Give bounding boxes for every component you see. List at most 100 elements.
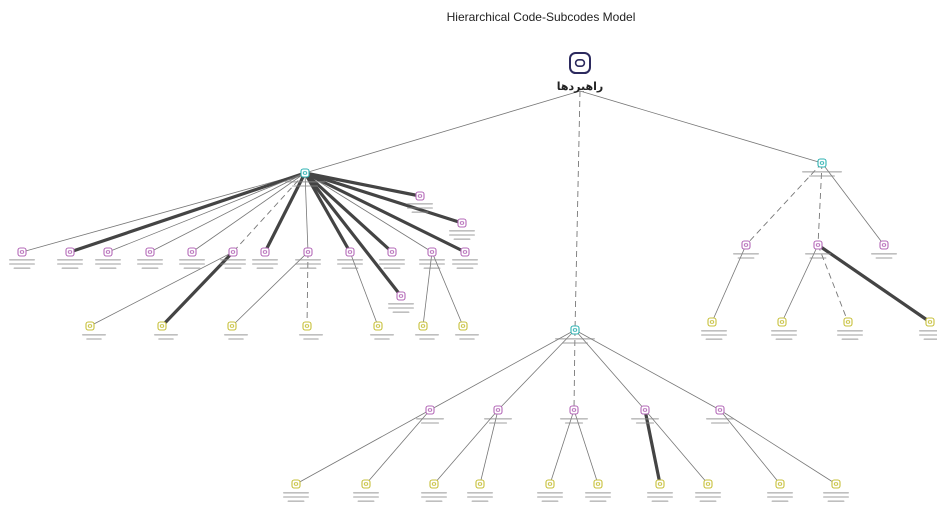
- left-subcode-label-10: [419, 259, 445, 269]
- left-subcode-label-5-line: [220, 263, 246, 265]
- left-subcode-node-4: [187, 247, 197, 257]
- left-subcode-label-6-line: [256, 267, 274, 269]
- center-leaf-node-4: [545, 479, 555, 489]
- right-leaf-node-1-glyph: [779, 320, 785, 324]
- center-leaf-node-8-frame: [775, 479, 785, 489]
- center-subcode-node-1-frame: [493, 405, 503, 415]
- center-subcode-label-0-line: [416, 418, 444, 420]
- edge-left-4: [191, 172, 306, 253]
- left-subcode-node-6-glyph: [262, 250, 268, 254]
- right-subcode-node-2-frame: [879, 240, 889, 250]
- left-leaf-label-5: [415, 334, 439, 340]
- left-subcode-node-13-frame: [457, 218, 467, 228]
- center-leaf-label-5: [585, 492, 611, 502]
- right-subcode-node-1-glyph: [815, 243, 821, 247]
- left-subcode-node-1: [65, 247, 75, 257]
- left-subcode-node-4-frame: [187, 247, 197, 257]
- center-leaf-label-6-line: [647, 496, 673, 498]
- left-subcode-node-7-glyph: [305, 250, 311, 254]
- left-subcode-label-11: [452, 259, 478, 269]
- left-subcode-node-11-glyph: [462, 250, 468, 254]
- right-subcode-label-1: [805, 253, 831, 259]
- right-leaf-label-3-line: [923, 338, 937, 340]
- left-leaf-label-4-line: [374, 338, 390, 340]
- center-leaf-label-5-line: [585, 492, 611, 494]
- left-subcode-label-6-line: [252, 259, 278, 261]
- center-leaf-label-2-line: [421, 492, 447, 494]
- right-leaf-node-3-frame: [925, 317, 935, 327]
- center-leaf-label-8-line: [771, 500, 789, 502]
- right-leaf-node-1-frame: [777, 317, 787, 327]
- edge-left-leaf-3: [306, 251, 309, 327]
- right-subcode-node-1: [813, 240, 823, 250]
- left-leaf-node-6-glyph: [460, 324, 466, 328]
- edge-mid-2: [573, 329, 576, 411]
- edge-left-leaf-6: [431, 251, 464, 327]
- left-subcode-label-6-line: [252, 263, 278, 265]
- left-leaf-node-0-frame: [85, 321, 95, 331]
- right-leaf-label-1-line: [771, 330, 797, 332]
- left-subcode-node-14-frame: [396, 291, 406, 301]
- left-subcode-label-0-line: [13, 267, 31, 269]
- root-node-glyph: [574, 58, 586, 67]
- left-subcode-node-2-frame: [103, 247, 113, 257]
- left-subcode-label-10-line: [423, 267, 441, 269]
- left-leaf-node-1: [157, 321, 167, 331]
- left-subcode-label-8-line: [337, 263, 363, 265]
- center-leaf-node-5-frame: [593, 479, 603, 489]
- edge-left-12: [304, 171, 421, 198]
- left-subcode-node-12-frame: [415, 191, 425, 201]
- left-subcode-node-10-frame: [427, 247, 437, 257]
- edge-left-leaf-5: [422, 251, 433, 327]
- right-leaf-node-3-glyph: [927, 320, 933, 324]
- center-subcode-label-4-line: [710, 422, 730, 424]
- left-subcode-node-9-frame: [387, 247, 397, 257]
- hub-label-1: [555, 338, 595, 344]
- edge-left-13: [304, 171, 463, 225]
- right-subcode-label-2-line: [875, 257, 893, 259]
- left-subcode-label-10-line: [419, 259, 445, 261]
- left-subcode-node-13-glyph: [459, 221, 465, 225]
- left-leaf-label-3-line: [303, 338, 319, 340]
- center-leaf-node-0-glyph: [293, 482, 299, 486]
- center-subcode-label-3-line: [635, 422, 655, 424]
- edge-mid-leaf-4: [549, 409, 575, 485]
- left-leaf-node-5: [418, 321, 428, 331]
- center-subcode-label-2: [560, 418, 588, 424]
- center-subcode-node-0-frame: [425, 405, 435, 415]
- center-leaf-node-1: [361, 479, 371, 489]
- right-leaf-node-3: [925, 317, 935, 327]
- edge-root-right: [579, 90, 823, 164]
- right-leaf-label-0-line: [701, 330, 727, 332]
- left-leaf-node-0: [85, 321, 95, 331]
- left-subcode-node-6-frame: [260, 247, 270, 257]
- left-subcode-node-12-glyph: [417, 194, 423, 198]
- left-leaf-node-4: [373, 321, 383, 331]
- edge-right-0: [745, 162, 823, 246]
- center-leaf-node-6: [655, 479, 665, 489]
- right-leaf-label-3-line: [919, 334, 937, 336]
- right-leaf-node-2-frame: [843, 317, 853, 327]
- center-leaf-node-3-frame: [475, 479, 485, 489]
- center-subcode-label-3-line: [631, 418, 659, 420]
- center-subcode-node-0: [425, 405, 435, 415]
- left-subcode-label-11-line: [456, 267, 474, 269]
- center-leaf-node-5: [593, 479, 603, 489]
- right-subcode-label-1-line: [805, 253, 831, 255]
- left-subcode-node-11-frame: [460, 247, 470, 257]
- left-subcode-node-0: [17, 247, 27, 257]
- center-subcode-node-4: [715, 405, 725, 415]
- center-leaf-label-2: [421, 492, 447, 502]
- right-subcode-node-2-glyph: [881, 243, 887, 247]
- center-leaf-node-0: [291, 479, 301, 489]
- left-subcode-label-13-line: [453, 238, 471, 240]
- left-subcode-node-10-glyph: [429, 250, 435, 254]
- left-leaf-node-3-frame: [302, 321, 312, 331]
- center-subcode-node-4-glyph: [717, 408, 723, 412]
- left-leaf-label-5-line: [415, 334, 439, 336]
- center-leaf-label-9-line: [823, 492, 849, 494]
- center-hub-node: [570, 325, 580, 335]
- center-hub-node-glyph: [572, 328, 578, 332]
- hub-label-1-line: [562, 342, 588, 344]
- center-leaf-node-7-frame: [703, 479, 713, 489]
